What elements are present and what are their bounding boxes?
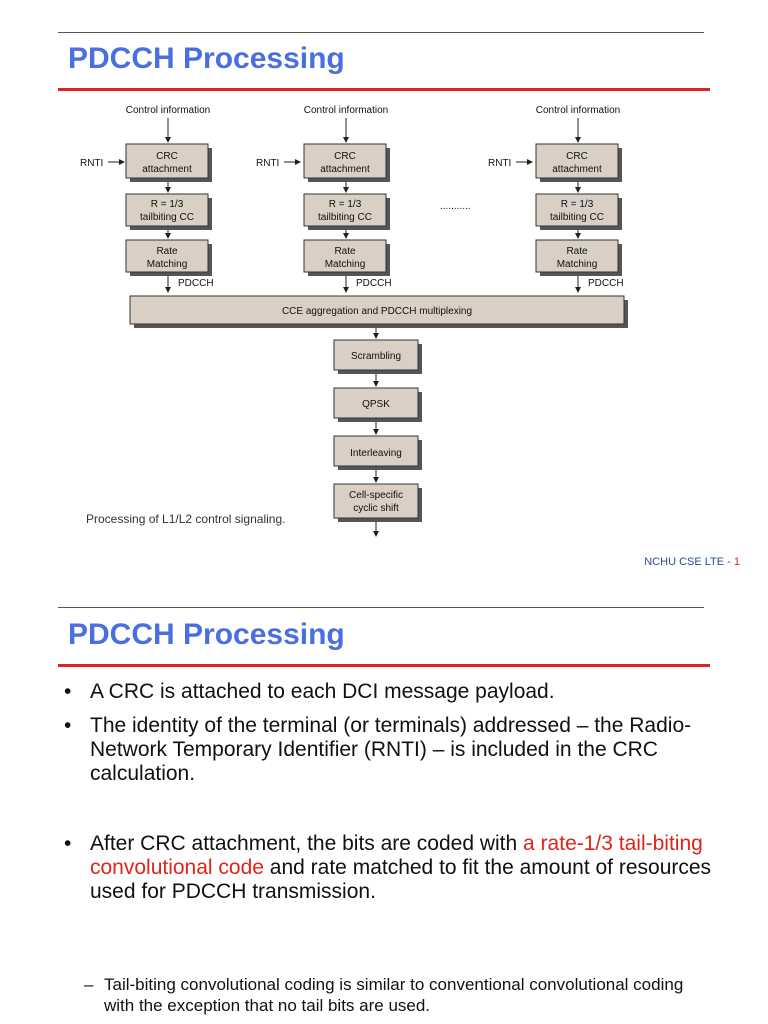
svg-text:RNTI: RNTI: [256, 158, 279, 169]
bullet-list: •A CRC is attached to each DCI message p…: [64, 680, 714, 914]
svg-text:attachment: attachment: [320, 164, 370, 175]
slide-1: PDCCH Processing Control information RNT…: [58, 32, 740, 568]
svg-text:Control information: Control information: [536, 105, 620, 116]
convolutional-code-box: R = 1/3 tailbiting CC: [303, 193, 390, 230]
slide-title: PDCCH Processing: [68, 618, 345, 651]
svg-text:Cell-specific: Cell-specific: [349, 490, 403, 501]
crc-attachment-box: CRC attachment: [303, 143, 390, 182]
chain-1: Control information RNTI CRC attachment …: [80, 105, 214, 293]
cyclic-shift-box: Cell-specific cyclic shift: [333, 483, 422, 522]
svg-text:tailbiting CC: tailbiting CC: [140, 212, 194, 223]
svg-text:PDCCH: PDCCH: [356, 278, 392, 289]
top-divider: [58, 607, 704, 608]
svg-text:CRC: CRC: [566, 151, 588, 162]
svg-text:CCE aggregation and PDCCH mult: CCE aggregation and PDCCH multiplexing: [282, 306, 472, 317]
cce-aggregation-box: CCE aggregation and PDCCH multiplexing: [129, 295, 628, 328]
slide-2: PDCCH Processing •A CRC is attached to e…: [0, 590, 768, 1024]
svg-text:Matching: Matching: [557, 259, 598, 270]
svg-text:Matching: Matching: [147, 259, 188, 270]
svg-text:Rate: Rate: [334, 246, 356, 257]
crc-attachment-box: CRC attachment: [125, 143, 212, 182]
bullet-item: •The identity of the terminal (or termin…: [64, 714, 692, 785]
svg-text:R = 1/3: R = 1/3: [151, 199, 184, 210]
svg-text:attachment: attachment: [142, 164, 192, 175]
rate-matching-box: Rate Matching: [535, 239, 622, 276]
chain-2: Control information RNTI CRC attachment …: [256, 105, 392, 293]
svg-text:QPSK: QPSK: [362, 399, 390, 410]
bullet-item: •After CRC attachment, the bits are code…: [64, 832, 712, 903]
pdcch-processing-diagram: Control information RNTI CRC attachment …: [80, 105, 628, 537]
ellipsis-dots: ...........: [440, 201, 471, 212]
crc-attachment-box: CRC attachment: [535, 143, 622, 182]
slide-footer: NCHU CSE LTE - 1: [644, 556, 740, 568]
rate-matching-box: Rate Matching: [125, 239, 212, 276]
scrambling-box: Scrambling: [333, 339, 422, 374]
svg-text:RNTI: RNTI: [488, 158, 511, 169]
convolutional-code-box: R = 1/3 tailbiting CC: [535, 193, 622, 230]
svg-text:Rate: Rate: [566, 246, 588, 257]
svg-text:tailbiting CC: tailbiting CC: [318, 212, 372, 223]
svg-text:CRC: CRC: [334, 151, 356, 162]
svg-text:Rate: Rate: [156, 246, 178, 257]
pdcch-label: PDCCH: [178, 278, 214, 289]
figure-caption: Processing of L1/L2 control signaling.: [86, 512, 286, 526]
svg-text:R = 1/3: R = 1/3: [329, 199, 362, 210]
convolutional-code-box: R = 1/3 tailbiting CC: [125, 193, 212, 230]
slide-title: PDCCH Processing: [68, 42, 345, 75]
top-divider: [58, 32, 704, 33]
control-info-label: Control information: [126, 105, 210, 116]
title-underline: [58, 88, 710, 91]
svg-text:cyclic shift: cyclic shift: [353, 503, 399, 514]
highlighted-text: a rate-1/3 tail-biting convolutional cod…: [90, 832, 703, 879]
rnti-label: RNTI: [80, 158, 103, 169]
svg-text:Matching: Matching: [325, 259, 366, 270]
title-underline: [58, 664, 710, 667]
bullet-item: •A CRC is attached to each DCI message p…: [64, 680, 555, 703]
svg-text:CRC: CRC: [156, 151, 178, 162]
page-number: 1: [733, 556, 740, 568]
svg-text:Control information: Control information: [304, 105, 388, 116]
interleaving-box: Interleaving: [333, 435, 422, 470]
svg-text:Interleaving: Interleaving: [350, 448, 402, 459]
sub-bullet: –Tail-biting convolutional coding is sim…: [84, 975, 684, 1015]
qpsk-box: QPSK: [333, 387, 422, 422]
rate-matching-box: Rate Matching: [303, 239, 390, 276]
svg-text:Scrambling: Scrambling: [351, 351, 401, 362]
svg-text:PDCCH: PDCCH: [588, 278, 624, 289]
svg-text:R = 1/3: R = 1/3: [561, 199, 594, 210]
svg-text:attachment: attachment: [552, 164, 602, 175]
svg-text:tailbiting CC: tailbiting CC: [550, 212, 604, 223]
chain-3: Control information RNTI CRC attachment …: [488, 105, 624, 293]
